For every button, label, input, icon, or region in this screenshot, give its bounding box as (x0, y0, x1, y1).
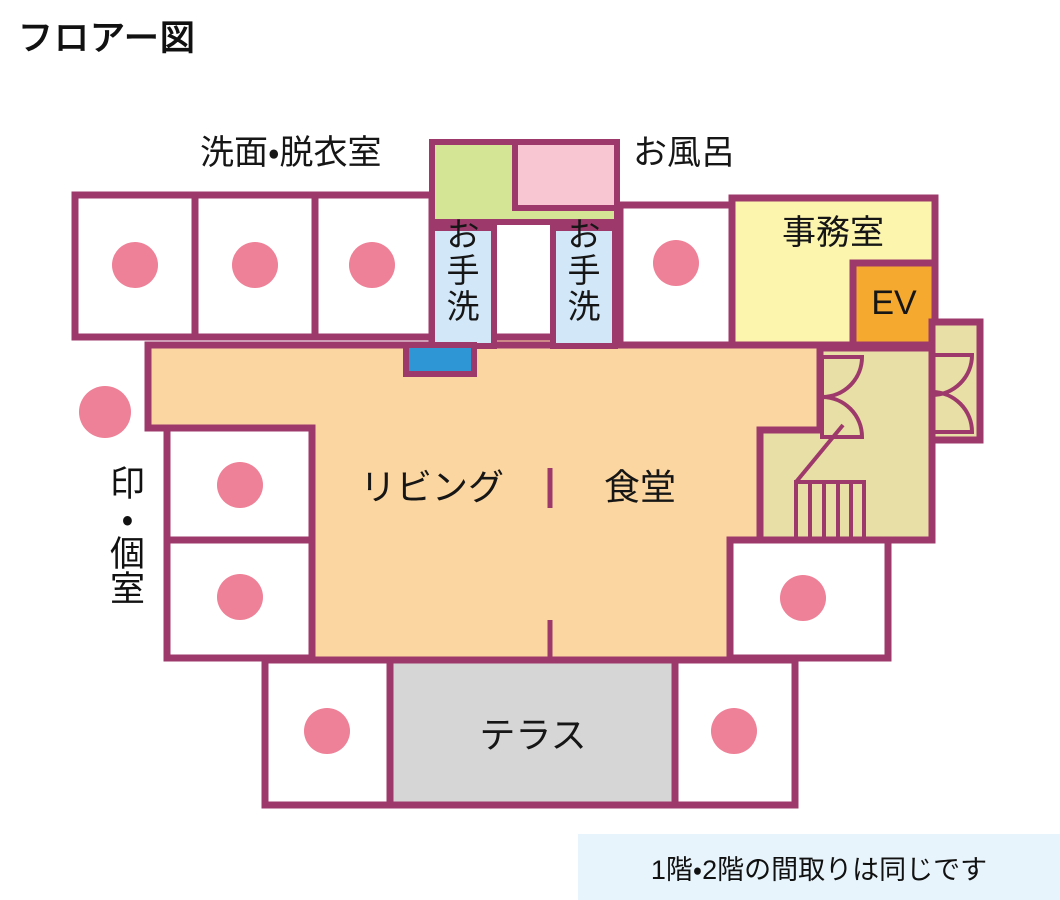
terrace-label: テラス (479, 715, 586, 756)
room-marker (112, 242, 158, 288)
room-marker (232, 242, 278, 288)
room-marker (711, 708, 757, 754)
washroom-label: 洗面・脱衣室 (200, 134, 382, 172)
private-room (671, 656, 799, 809)
toilet-left-label: お手洗 (447, 216, 480, 325)
office-label: 事務室 (782, 214, 884, 252)
page-title: フロアー図 (18, 19, 196, 58)
room-marker (349, 242, 395, 288)
stair-diagonal (794, 423, 845, 484)
toilet-right-label: お手洗 (568, 216, 601, 325)
room-marker (780, 575, 826, 621)
dining-label: 食堂 (604, 467, 676, 508)
stair-treads-group (794, 480, 866, 546)
legend-marker-icon (79, 386, 131, 438)
legend-label: 印・個室 (105, 465, 144, 605)
door-arc-annex-top (930, 353, 975, 398)
room-marker (217, 462, 263, 508)
room-toilet-right (550, 225, 618, 349)
room-toilet-left (429, 225, 497, 349)
door-arc-annex-bottom (930, 389, 975, 434)
elevator-label: EV (871, 284, 917, 322)
private-room (191, 191, 319, 341)
room-marker (217, 574, 263, 620)
bath-label: お風呂 (633, 134, 735, 172)
fixture-sink (403, 342, 477, 377)
room-marker (653, 240, 699, 286)
footnote-text: 1階・2階の間取りは同じです (650, 854, 988, 885)
living-label: リビング (360, 467, 504, 508)
door-arc-stair-bottom (820, 394, 865, 439)
private-room-markers (112, 240, 826, 754)
room-bath (512, 139, 620, 211)
private-room (311, 191, 436, 341)
footnote-box: 1階・2階の間取りは同じです (578, 834, 1060, 900)
room-elevator (849, 259, 939, 349)
room-marker (304, 708, 350, 754)
